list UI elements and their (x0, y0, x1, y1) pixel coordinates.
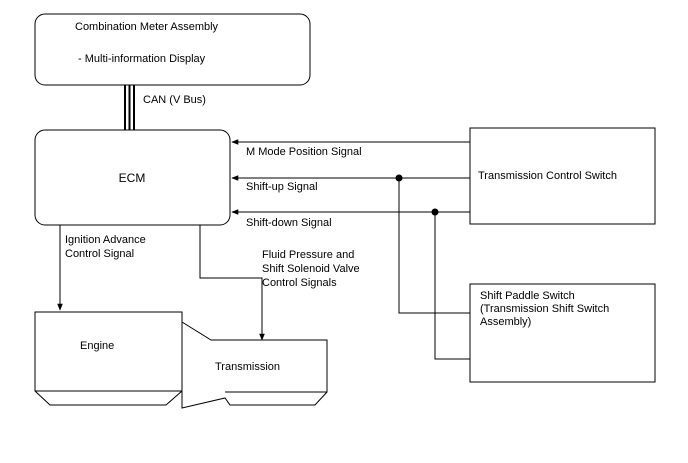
ignition-label-1: Ignition Advance (65, 234, 146, 246)
combination-meter-box: Combination Meter Assembly - Multi-infor… (34, 13, 311, 86)
can-bus-label: CAN (V Bus) (143, 94, 206, 106)
ignition-advance-signal-line: Ignition Advance Control Signal (57, 225, 146, 311)
engine-shape: Engine (34, 311, 183, 406)
transmission-shape: Transmission (181, 321, 328, 409)
m-mode-signal-line: M Mode Position Signal (231, 139, 470, 158)
shift-down-label: Shift-down Signal (246, 217, 332, 229)
can-bus: CAN (V Bus) (124, 85, 206, 130)
fluid-label-3: Control Signals (262, 277, 337, 289)
meter-title: Combination Meter Assembly (75, 21, 219, 33)
paddle-line2: (Transmission Shift Switch (480, 303, 609, 315)
paddle-line3: Assembly) (480, 316, 531, 328)
meter-subtitle: - Multi-information Display (78, 53, 206, 65)
paddle-shift-up-branch (395, 174, 470, 314)
transmission-label: Transmission (215, 361, 280, 373)
paddle-line1: Shift Paddle Switch (480, 290, 575, 302)
fluid-label-2: Shift Solenoid Valve (262, 263, 360, 275)
shift-down-signal-line: Shift-down Signal (231, 209, 470, 229)
shift-up-signal-line: Shift-up Signal (231, 175, 470, 193)
ecm-box: ECM (34, 129, 231, 226)
engine-label: Engine (80, 340, 114, 352)
fluid-pressure-signal-line: Fluid Pressure and Shift Solenoid Valve … (199, 225, 360, 341)
m-mode-label: M Mode Position Signal (246, 146, 362, 158)
fluid-label-1: Fluid Pressure and (262, 249, 354, 261)
tcs-label: Transmission Control Switch (478, 170, 617, 182)
paddle-shift-down-branch (431, 208, 470, 360)
shift-up-label: Shift-up Signal (246, 181, 318, 193)
ignition-label-2: Control Signal (65, 248, 134, 260)
shift-paddle-switch-box: Shift Paddle Switch (Transmission Shift … (469, 283, 656, 383)
transmission-control-switch-box: Transmission Control Switch (469, 127, 656, 225)
ecm-label: ECM (119, 171, 146, 185)
